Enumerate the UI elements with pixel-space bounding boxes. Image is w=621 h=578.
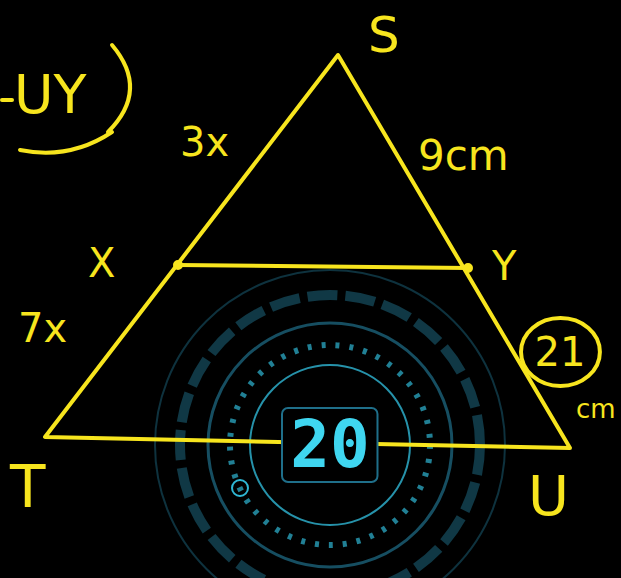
circle-outline — [521, 318, 600, 386]
circled-length: 21 — [519, 316, 602, 388]
display-patch — [282, 408, 377, 482]
timer-display: 20 — [282, 408, 377, 482]
vertex-or-length-label: X — [88, 243, 115, 283]
vertex-or-length-label: 7x — [18, 308, 67, 348]
vertex-or-length-label: UY — [14, 68, 87, 122]
node-text: 21 — [535, 332, 586, 372]
bracket-marks — [2, 45, 130, 153]
node-text: 20 — [290, 412, 369, 478]
vertex-or-length-label: U — [528, 468, 569, 524]
vertex-or-length-label: 9cm — [418, 135, 509, 177]
vertex-or-length-label: 3x — [180, 122, 229, 162]
vertex-or-length-label: S — [368, 10, 400, 60]
vertex-or-length-label: Y — [492, 246, 516, 286]
timer-dial — [155, 270, 505, 578]
vertex-or-length-label: T — [10, 458, 45, 516]
vertex-or-length-label: cm — [576, 396, 616, 422]
